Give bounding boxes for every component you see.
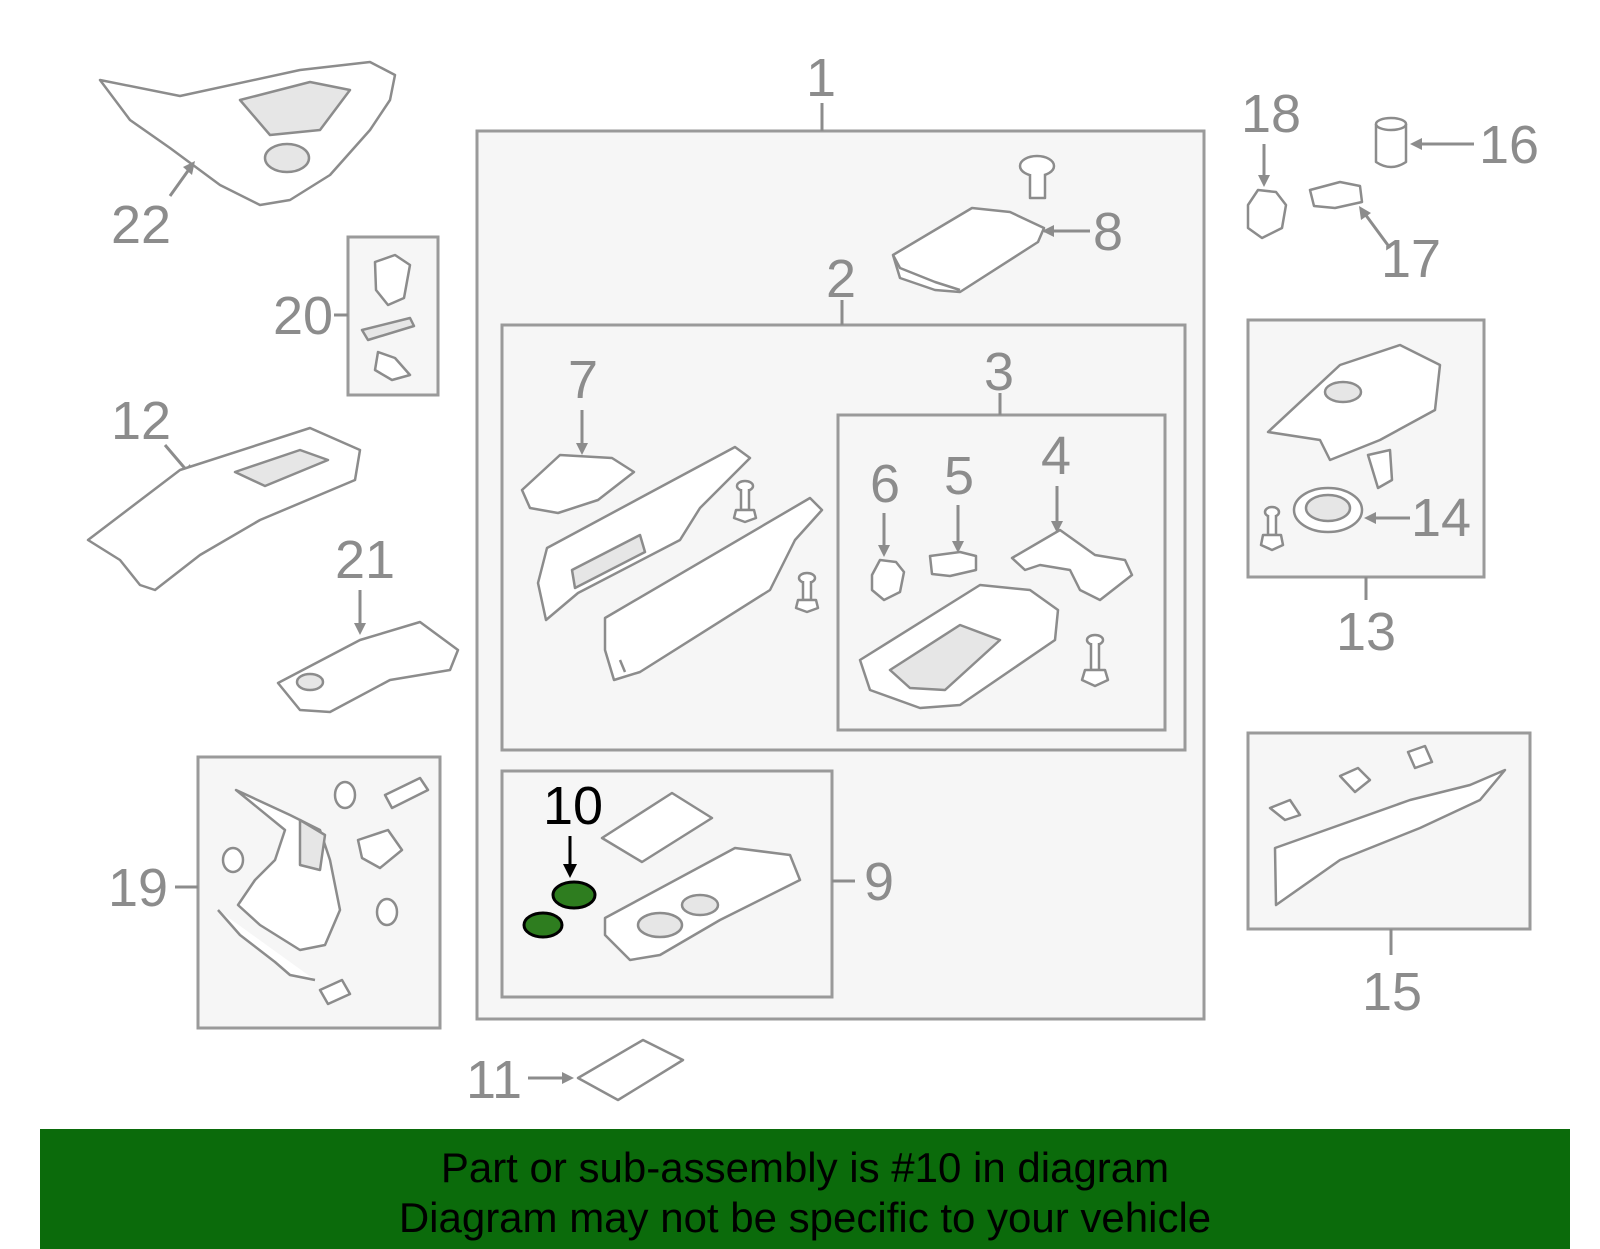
callout-4[interactable]: 4	[1041, 426, 1071, 486]
callout-20[interactable]: 20	[273, 286, 333, 346]
callout-19[interactable]: 19	[108, 858, 168, 918]
part-10-cup-holder-mat[interactable]	[522, 880, 597, 939]
info-banner: Part or sub-assembly is #10 in diagram D…	[40, 1129, 1570, 1249]
callout-8[interactable]: 8	[1093, 202, 1123, 262]
callout-5[interactable]: 5	[944, 446, 974, 506]
console-side-panels	[536, 445, 824, 682]
part-11-mat[interactable]	[576, 1038, 685, 1102]
callout-17[interactable]: 17	[1381, 229, 1441, 289]
banner-line-part: Part or sub-assembly is #10 in diagram	[440, 1144, 1170, 1191]
part-10-mat-small[interactable]	[522, 911, 564, 939]
part-20-shift-knob[interactable]	[360, 253, 416, 382]
part-19-shifter-assembly[interactable]	[217, 776, 430, 1006]
part-12-console-trim[interactable]	[86, 426, 362, 592]
part-13-armrest-cover[interactable]	[1259, 343, 1442, 552]
part-6-clip[interactable]	[870, 558, 906, 602]
part-8-armrest-lid[interactable]	[891, 154, 1056, 294]
part-16-bushing[interactable]	[1374, 116, 1408, 169]
callout-15[interactable]: 15	[1362, 962, 1422, 1022]
callout-6[interactable]: 6	[870, 454, 900, 514]
part-18-clip[interactable]	[1246, 188, 1288, 240]
part-21-shift-plate[interactable]	[276, 620, 460, 714]
callout-21[interactable]: 21	[335, 530, 395, 590]
console-bin	[858, 583, 1110, 710]
callout-3[interactable]: 3	[984, 342, 1014, 402]
banner-line-disclaimer: Diagram may not be specific to your vehi…	[398, 1194, 1212, 1241]
callout-9[interactable]: 9	[864, 852, 894, 912]
part-17-plug[interactable]	[1308, 180, 1364, 210]
callout-18[interactable]: 18	[1241, 84, 1301, 144]
part-22-shifter-bezel[interactable]	[98, 60, 397, 207]
callout-14[interactable]: 14	[1411, 488, 1471, 548]
part-5-plug[interactable]	[928, 550, 978, 578]
callout-16[interactable]: 16	[1479, 115, 1539, 175]
callout-10[interactable]: 10	[543, 776, 603, 836]
part-4-bracket[interactable]	[1010, 528, 1134, 602]
part-14-cup-holder[interactable]	[1292, 486, 1364, 534]
part-10-mat-large[interactable]	[551, 880, 597, 910]
callout-13[interactable]: 13	[1336, 602, 1396, 662]
callout-12[interactable]: 12	[111, 391, 171, 451]
part-9-cup-holder-tray[interactable]	[600, 791, 802, 962]
callout-11[interactable]: 11	[466, 1050, 522, 1110]
callout-7[interactable]: 7	[568, 350, 598, 410]
part-7-trim-insert[interactable]	[520, 453, 636, 515]
callout-1[interactable]: 1	[806, 48, 836, 108]
callout-22[interactable]: 22	[111, 195, 171, 255]
callout-2[interactable]: 2	[826, 249, 856, 309]
part-15-side-trim[interactable]	[1268, 744, 1507, 907]
